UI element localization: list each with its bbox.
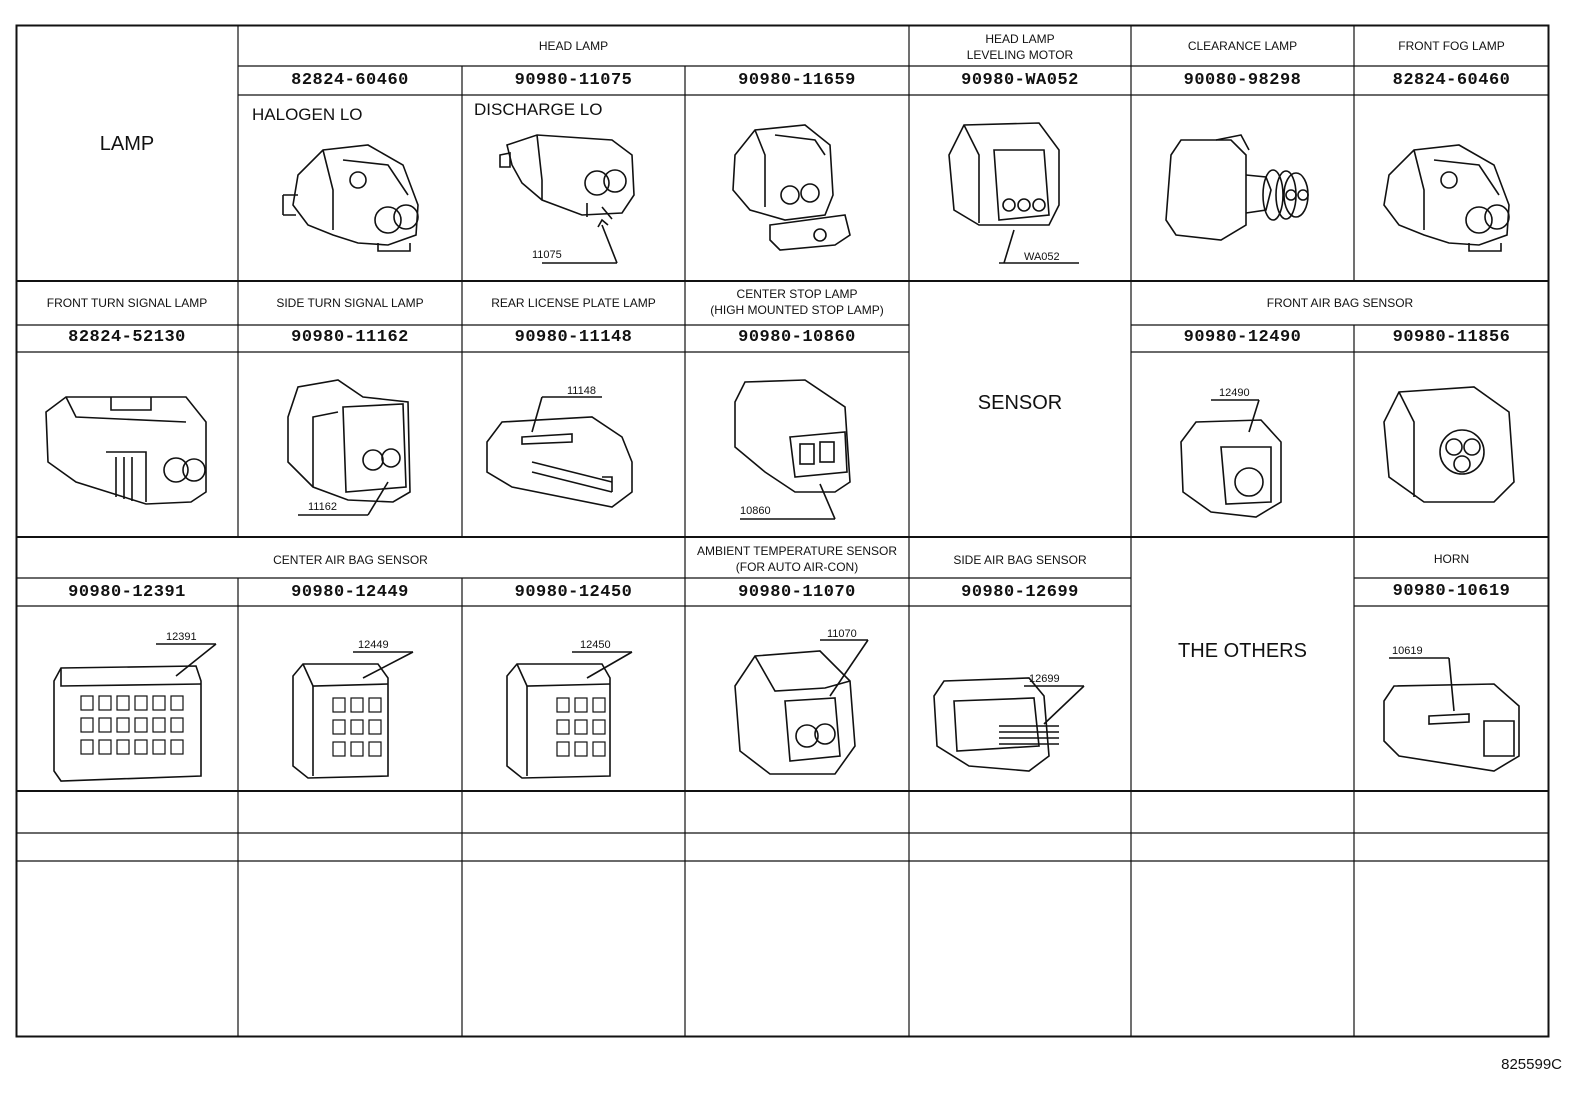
connector-illustration-12391: 12391	[53, 631, 217, 782]
title-center-stop-lamp: CENTER STOP LAMP (HIGH MOUNTED STOP LAMP…	[710, 287, 884, 317]
part-number: 90980-11162	[291, 328, 409, 347]
callout-label: 10619	[1392, 645, 1423, 657]
callout-label: 10860	[740, 505, 771, 517]
connector-illustration-halogen	[282, 144, 419, 252]
part-number: 90980-12449	[291, 583, 409, 602]
section-label-sensor: SENSOR	[977, 392, 1063, 414]
title-front-fog-lamp: FRONT FOG LAMP	[1398, 39, 1505, 53]
connector-illustration-clearance	[1165, 134, 1309, 241]
title-clearance-lamp: CLEARANCE LAMP	[1187, 39, 1298, 53]
connector-illustration-rear-license: 11148	[486, 385, 633, 508]
callout-label: 12391	[166, 631, 197, 643]
sublabel-halogen-lo: HALOGEN LO	[252, 105, 363, 124]
callout-label: 12490	[1219, 387, 1250, 399]
connector-illustration-side-turn: 11162	[287, 379, 411, 516]
connector-illustration-12699: 12699	[933, 673, 1085, 772]
connector-illustration-wa052: WA052	[948, 122, 1079, 264]
connector-illustration-11659	[732, 124, 851, 251]
callout-label: 11162	[308, 501, 337, 513]
part-number: 90980-11659	[738, 71, 856, 90]
callout-label: 12449	[358, 639, 389, 651]
section-label-the-others: THE OTHERS	[1178, 640, 1307, 662]
title-side-turn-signal-lamp: SIDE TURN SIGNAL LAMP	[276, 296, 424, 310]
title-horn: HORN	[1433, 552, 1470, 566]
part-number: 90980-WA052	[961, 71, 1079, 90]
title-head-lamp-leveling-motor: HEAD LAMP LEVELING MOTOR	[966, 32, 1074, 62]
callout-label: 12450	[580, 639, 611, 651]
title-front-air-bag-sensor: FRONT AIR BAG SENSOR	[1266, 296, 1414, 310]
title-rear-license-plate-lamp: REAR LICENSE PLATE LAMP	[491, 296, 656, 310]
part-number: 90980-12490	[1183, 328, 1302, 347]
callout-label: 11070	[827, 628, 857, 640]
part-number: 82824-60460	[291, 71, 409, 90]
callout-label: 12699	[1029, 673, 1060, 685]
part-number: 90980-12391	[68, 583, 186, 602]
part-number: 90980-10619	[1392, 582, 1511, 601]
part-number: 90980-12450	[514, 583, 633, 602]
connector-illustration-12450: 12450	[506, 639, 633, 779]
part-number: 90980-11148	[514, 328, 633, 347]
connector-illustration-front-turn	[45, 396, 207, 505]
title-head-lamp: HEAD LAMP	[538, 39, 609, 53]
part-number: 90980-11856	[1392, 328, 1511, 347]
part-number: 82824-60460	[1392, 71, 1511, 90]
connector-illustration-center-stop: 10860	[734, 379, 851, 520]
connector-illustration-10619: 10619	[1383, 645, 1520, 772]
callout-label: 11148	[567, 385, 596, 397]
part-number: 90080-98298	[1183, 71, 1302, 90]
part-number: 90980-11070	[738, 583, 856, 602]
title-side-air-bag-sensor: SIDE AIR BAG SENSOR	[953, 553, 1087, 567]
sublabel-discharge-lo: DISCHARGE LO	[474, 100, 603, 119]
section-label-lamp: LAMP	[99, 133, 155, 155]
connector-illustration-discharge: 11075	[499, 134, 635, 264]
callout-label: WA052	[1024, 251, 1060, 263]
connector-illustration-fog	[1383, 144, 1510, 252]
part-number: 90980-11075	[514, 71, 633, 90]
connector-illustration-front-airbag-12490: 12490	[1180, 387, 1282, 518]
part-number: 82824-52130	[68, 328, 186, 347]
part-number: 90980-12699	[961, 583, 1079, 602]
title-center-air-bag-sensor: CENTER AIR BAG SENSOR	[273, 553, 428, 567]
connector-illustration-12449: 12449	[292, 639, 414, 779]
callout-label: 11075	[532, 249, 562, 261]
connector-illustration-front-airbag-11856	[1383, 386, 1515, 503]
title-ambient-temperature-sensor: AMBIENT TEMPERATURE SENSOR (FOR AUTO AIR…	[696, 544, 898, 574]
connector-illustration-11070: 11070	[734, 628, 869, 775]
drawing-number: 825599C	[1501, 1056, 1562, 1073]
title-front-turn-signal-lamp: FRONT TURN SIGNAL LAMP	[46, 296, 208, 310]
part-number: 90980-10860	[738, 328, 856, 347]
